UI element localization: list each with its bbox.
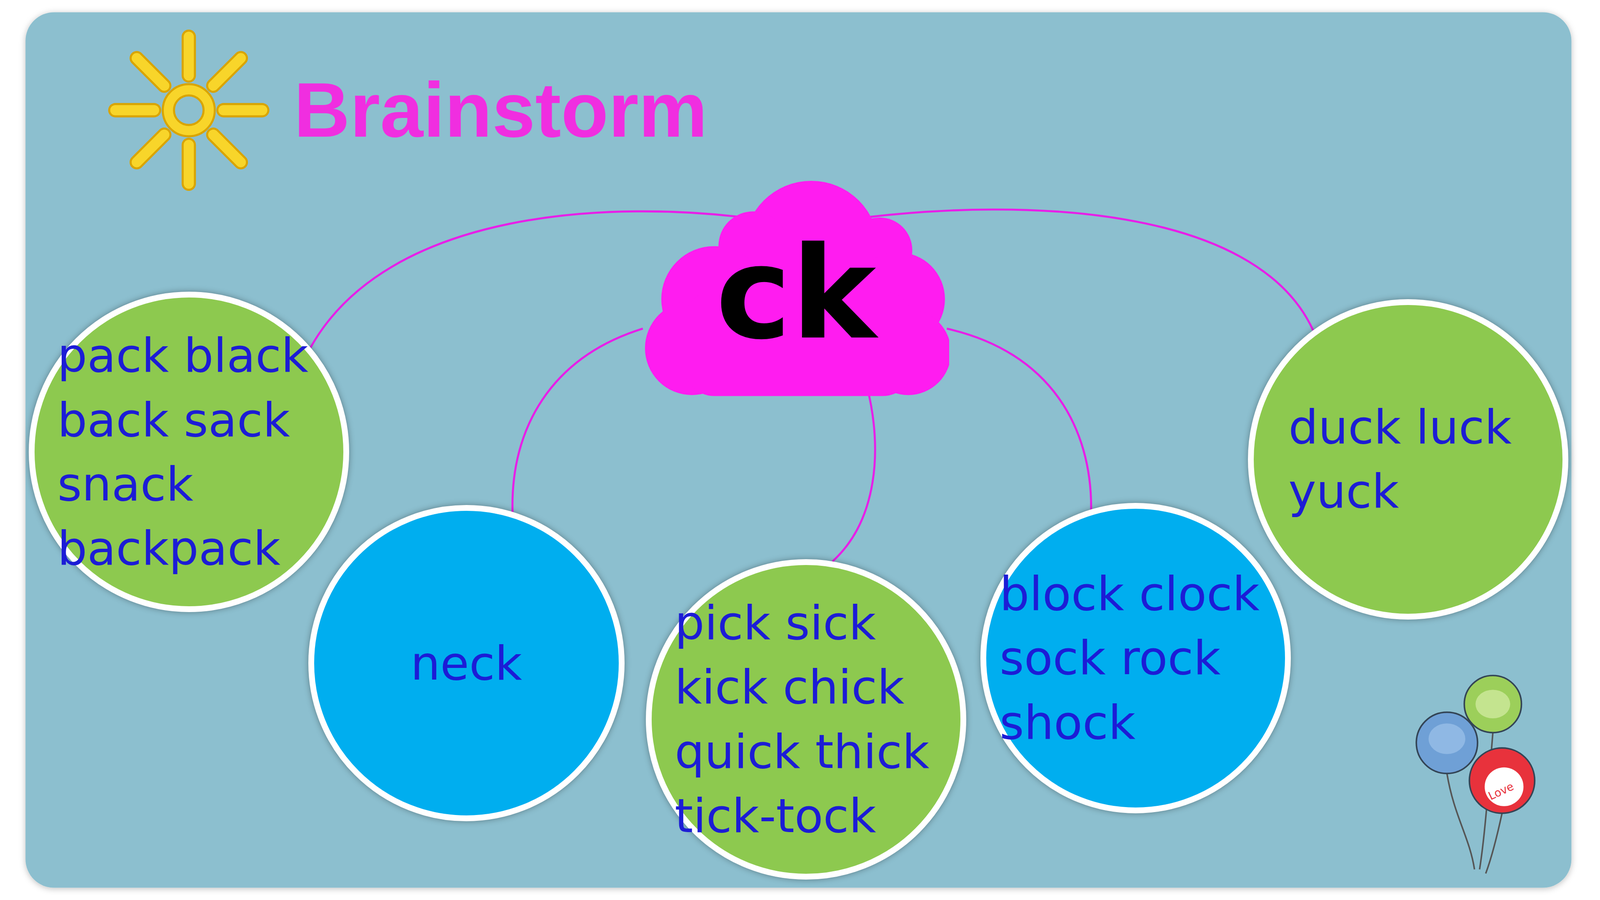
connector-line	[512, 328, 643, 513]
connector-line	[832, 387, 875, 562]
connector-line	[865, 209, 1313, 331]
balloons	[1416, 675, 1535, 874]
word-list: duck luck yuck	[1288, 395, 1528, 524]
word-circle: block clock sock rock shock	[980, 502, 1291, 813]
panel	[25, 12, 1572, 888]
word-list: neck	[410, 631, 523, 696]
word-list: block clock sock rock shock	[999, 561, 1272, 755]
connector-line	[946, 328, 1091, 510]
word-circle: neck	[308, 505, 625, 822]
connector-line	[310, 211, 760, 348]
word-list: pick sick kick chick quick thick tick-to…	[674, 590, 938, 848]
word-circle: duck luck yuck	[1247, 299, 1569, 620]
word-circle: pack black back sack snack backpack	[28, 291, 350, 613]
word-list: pack black back sack snack backpack	[57, 323, 321, 581]
cloud-node: ck	[642, 178, 950, 399]
word-circle: pick sick kick chick quick thick tick-to…	[645, 559, 967, 880]
phonics-letters: ck	[715, 229, 877, 358]
diagram-title: Brainstorm	[293, 71, 708, 149]
sun-icon	[115, 36, 263, 184]
